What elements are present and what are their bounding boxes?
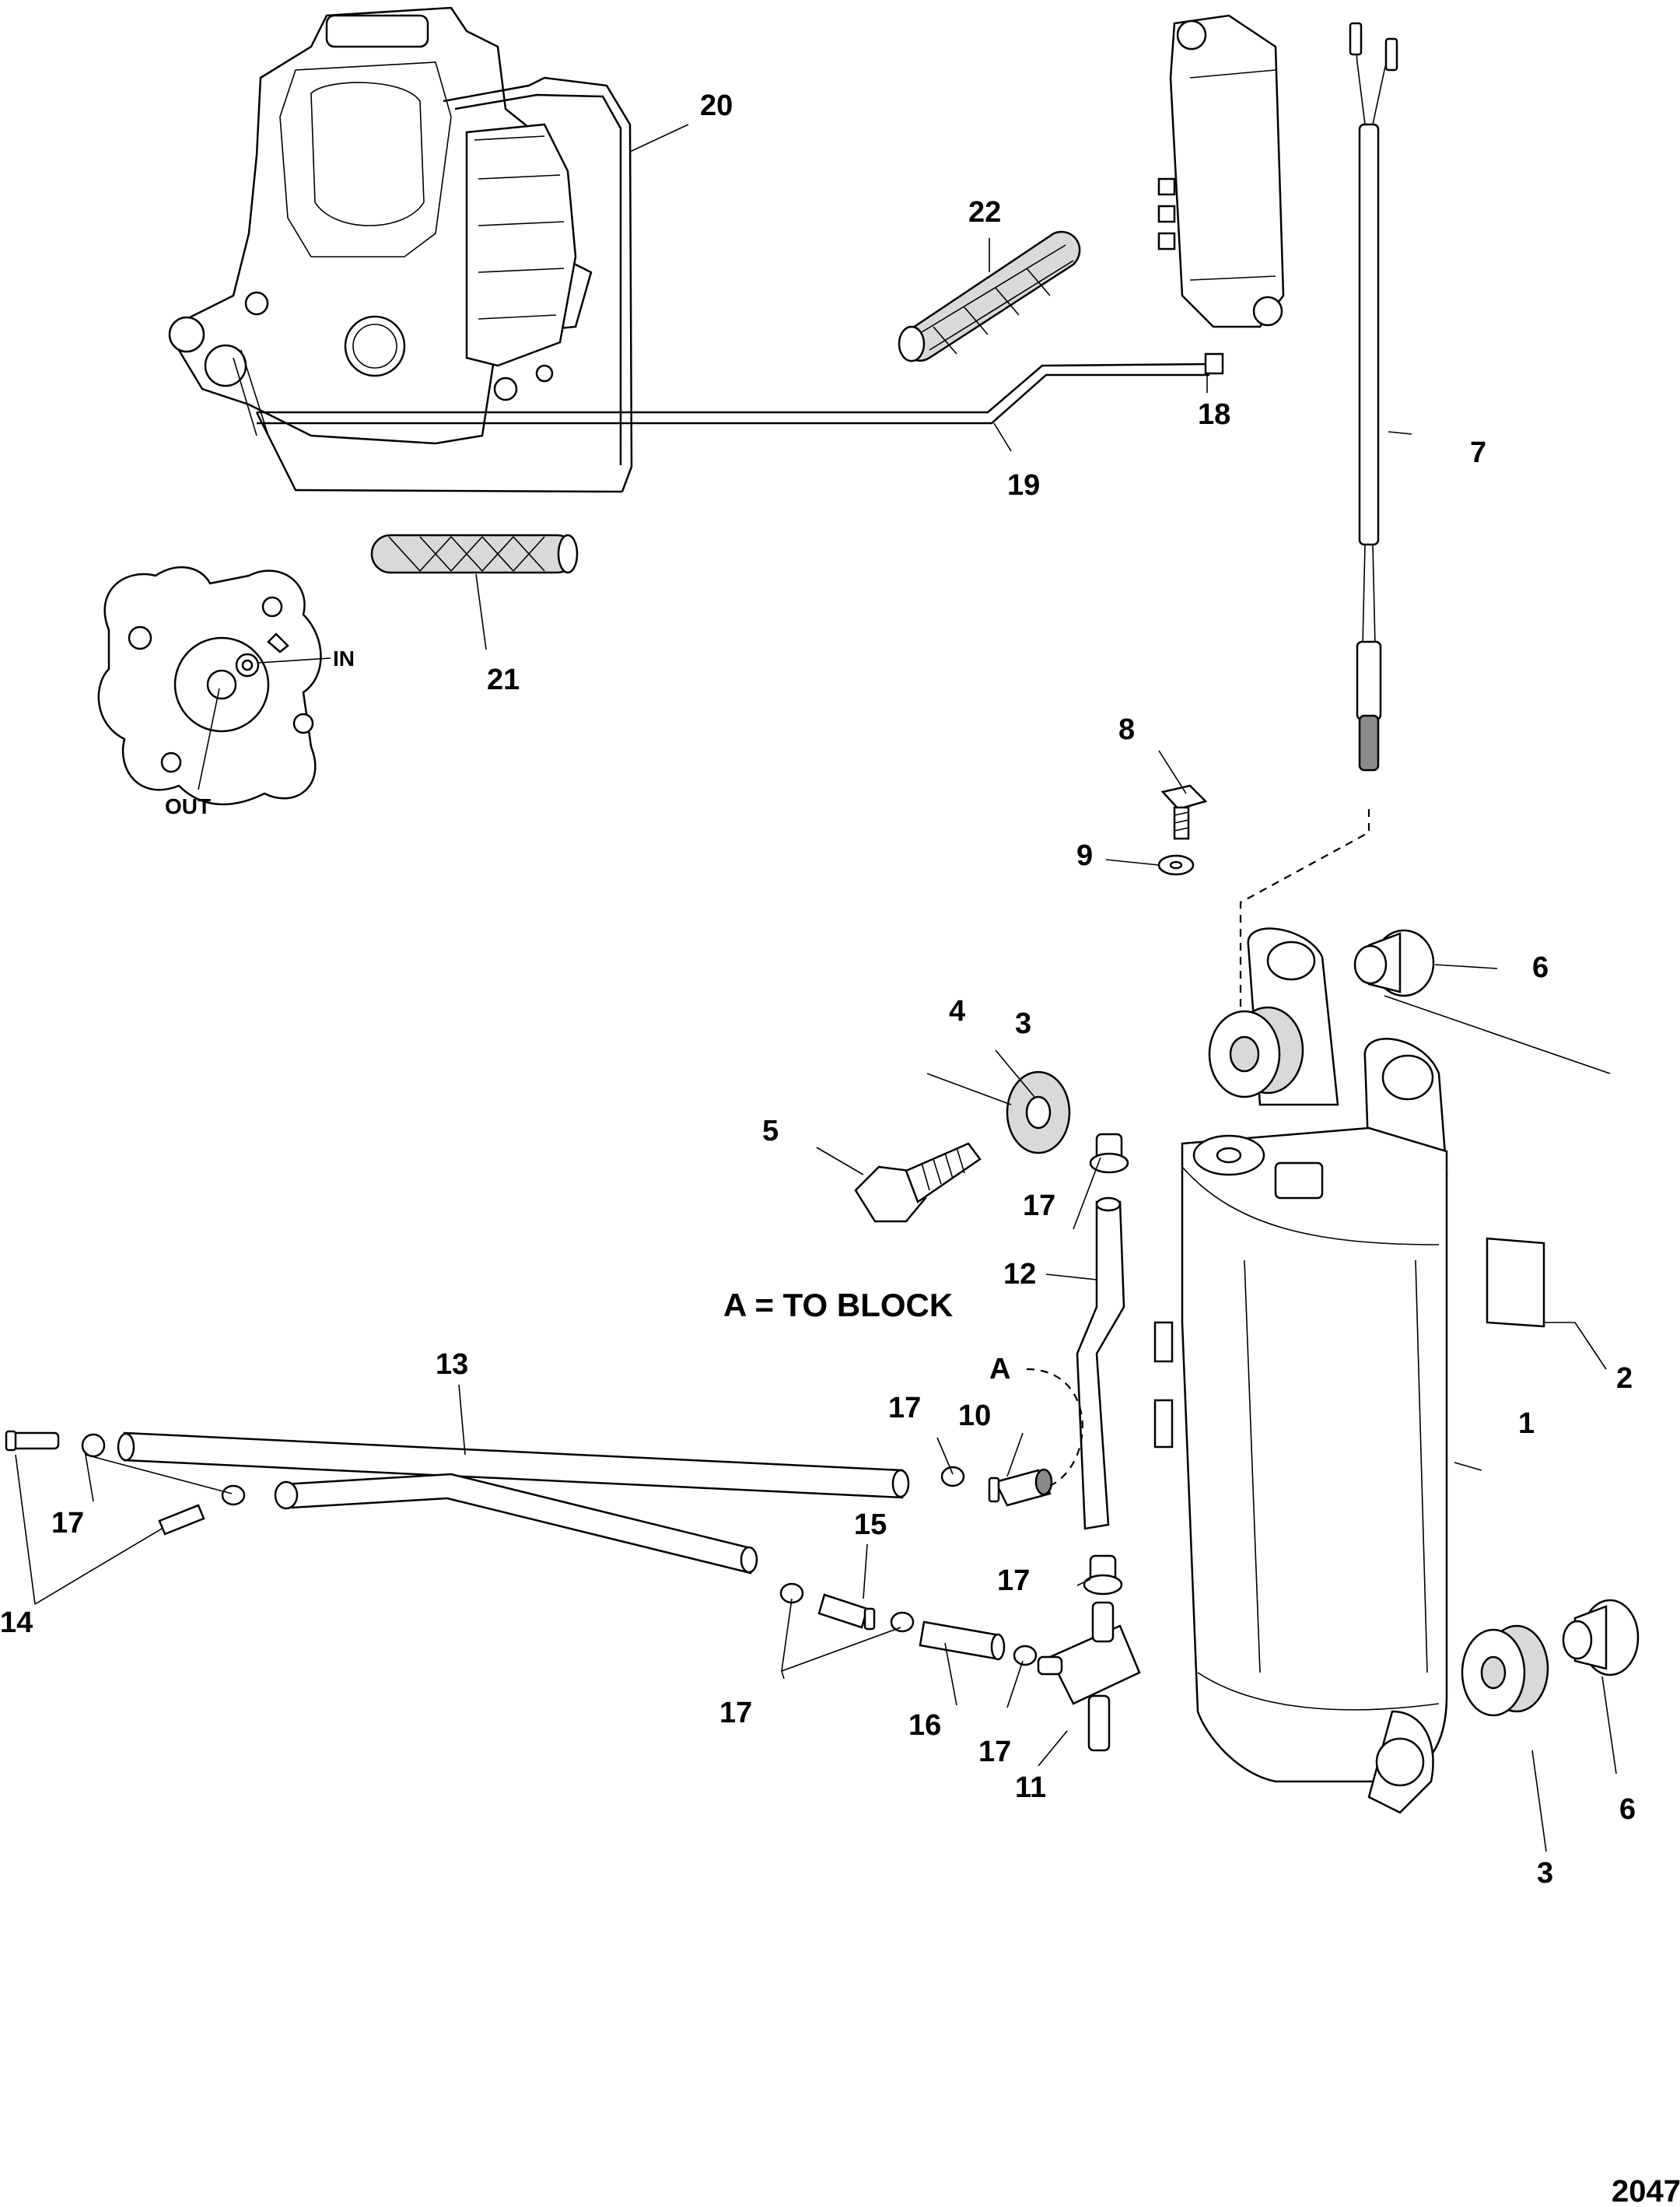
fitting-14-a bbox=[5, 1430, 60, 1452]
callout-11: 11 bbox=[1015, 1771, 1046, 1804]
clamp-17-e bbox=[779, 1582, 915, 1633]
callout-3-top: 3 bbox=[1015, 1007, 1031, 1040]
pump-detail bbox=[97, 566, 322, 806]
callout-18: 18 bbox=[1198, 398, 1230, 431]
bushing-6-bottom bbox=[1562, 1599, 1640, 1676]
fuel-line-19 bbox=[255, 363, 1210, 493]
decal-2 bbox=[1486, 1237, 1545, 1328]
in-port-label: IN bbox=[333, 646, 355, 671]
callout-4: 4 bbox=[949, 995, 965, 1028]
fuel-pump-module-18 bbox=[1157, 14, 1285, 375]
callout-16: 16 bbox=[908, 1709, 941, 1742]
callout-6-top: 6 bbox=[1532, 951, 1549, 984]
path-a bbox=[1026, 1368, 1083, 1487]
figure-number: 2047 bbox=[1612, 2174, 1680, 2207]
out-port-label: OUT bbox=[165, 794, 211, 818]
bushing-3-bottom bbox=[1461, 1624, 1549, 1717]
callout-19: 19 bbox=[1007, 469, 1040, 502]
callout-10: 10 bbox=[958, 1400, 991, 1432]
callout-17-a: 17 bbox=[1023, 1189, 1055, 1222]
clamp-17-f bbox=[1013, 1645, 1038, 1666]
callout-7: 7 bbox=[1470, 436, 1486, 469]
fuel-line-20 bbox=[443, 76, 633, 492]
screw-8 bbox=[1160, 784, 1208, 840]
callout-17-e: 17 bbox=[719, 1697, 752, 1729]
washer-4 bbox=[1006, 1070, 1071, 1154]
fitting-10 bbox=[988, 1468, 1053, 1507]
hose-13 bbox=[117, 1431, 910, 1575]
engine-powerhead bbox=[168, 6, 593, 445]
fitting-14-b bbox=[158, 1504, 205, 1536]
callout-5: 5 bbox=[762, 1115, 779, 1147]
clamp-17-b bbox=[1083, 1554, 1123, 1596]
clamp-17-c bbox=[940, 1466, 965, 1487]
callout-17-f: 17 bbox=[978, 1736, 1011, 1768]
out-leader bbox=[198, 688, 220, 790]
in-leader bbox=[257, 657, 331, 664]
hose-16 bbox=[919, 1620, 1006, 1661]
bushing-3-top bbox=[1208, 1006, 1304, 1098]
a-to-block-note: A = TO BLOCK bbox=[723, 1287, 953, 1323]
callout-17-b: 17 bbox=[997, 1564, 1030, 1597]
callout-20: 20 bbox=[700, 89, 733, 122]
callout-15: 15 bbox=[854, 1508, 887, 1541]
hose-12-end bbox=[1095, 1196, 1122, 1212]
callout-2: 2 bbox=[1616, 1362, 1633, 1395]
callout-17-d: 17 bbox=[51, 1507, 84, 1540]
hose-12 bbox=[1076, 1200, 1125, 1530]
hose-21 bbox=[370, 534, 579, 574]
hose-22 bbox=[898, 230, 1081, 363]
fitting-15 bbox=[817, 1593, 876, 1631]
bolt-5 bbox=[854, 1142, 982, 1223]
washer-9 bbox=[1157, 854, 1195, 876]
callout-8: 8 bbox=[1118, 713, 1135, 746]
a-marker-label: A bbox=[989, 1353, 1010, 1386]
callout-21: 21 bbox=[487, 664, 520, 696]
callout-9: 9 bbox=[1076, 839, 1093, 872]
bushing-6-top bbox=[1353, 929, 1435, 997]
callout-13: 13 bbox=[436, 1348, 468, 1381]
callout-6-bottom: 6 bbox=[1619, 1793, 1636, 1826]
callout-22: 22 bbox=[968, 196, 1001, 229]
callout-3-bottom: 3 bbox=[1537, 1857, 1553, 1890]
callout-14: 14 bbox=[0, 1606, 33, 1639]
callout-17-c: 17 bbox=[888, 1392, 921, 1424]
trim-cylinder-1 bbox=[1153, 927, 1448, 1814]
clamp-17-a bbox=[1089, 1133, 1129, 1174]
sensor-7 bbox=[1349, 22, 1398, 772]
tee-fitting-11 bbox=[1037, 1601, 1141, 1752]
callout-1: 1 bbox=[1518, 1407, 1535, 1440]
callout-12: 12 bbox=[1003, 1258, 1036, 1291]
leader-lines bbox=[15, 124, 1617, 1852]
